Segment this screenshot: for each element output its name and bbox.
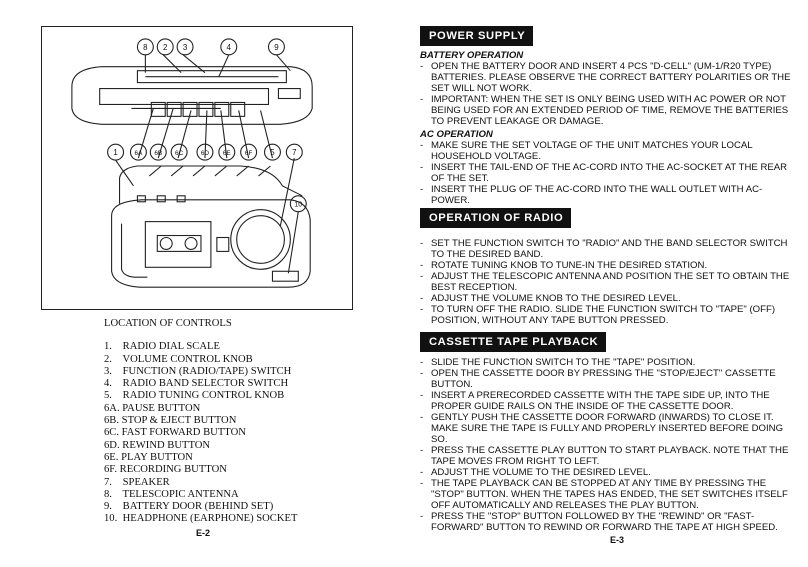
- list-item: 1. RADIO DIAL SCALE: [104, 341, 220, 353]
- list-item: OPEN THE CASSETTE DOOR BY PRESSING THE "…: [420, 368, 800, 390]
- list-item: THE TAPE PLAYBACK CAN BE STOPPED AT ANY …: [420, 478, 800, 511]
- list-item: INSERT THE TAIL-END OF THE AC-CORD INTO …: [420, 162, 800, 184]
- list-item: INSERT A PRERECORDED CASSETTE WITH THE T…: [420, 390, 800, 412]
- callout-6d: 6D: [201, 150, 210, 157]
- list-item: 10. HEADPHONE (EARPHONE) SOCKET: [104, 513, 298, 525]
- left-page: 8 2 3 4 9 1 6A 6B 6C 6D 6E 6F 5 7 10 LOC…: [41, 26, 353, 538]
- location-of-controls: LOCATION OF CONTROLS 1. RADIO DIAL SCALE…: [104, 318, 297, 526]
- list-item: SLIDE THE FUNCTION SWITCH TO THE "TAPE" …: [420, 357, 800, 368]
- callout-9: 9: [274, 43, 279, 52]
- callout-4: 4: [227, 43, 232, 52]
- list-item: ADJUST THE TELESCOPIC ANTENNA AND POSITI…: [420, 271, 800, 293]
- power-supply-heading: POWER SUPPLY: [420, 26, 534, 46]
- list-item: TO TURN OFF THE RADIO. SLIDE THE FUNCTIO…: [420, 304, 800, 326]
- callout-6b: 6B: [154, 150, 162, 157]
- callout-8: 8: [143, 43, 148, 52]
- list-item: MAKE SURE THE SET VOLTAGE OF THE UNIT MA…: [420, 140, 800, 162]
- page-number-right: E-3: [610, 535, 625, 545]
- list-item: INSERT THE PLUG OF THE AC-CORD INTO THE …: [420, 184, 800, 206]
- list-item: 6F. RECORDING BUTTON: [104, 464, 227, 476]
- list-item: 7. SPEAKER: [104, 476, 170, 488]
- list-item: 2. VOLUME CONTROL KNOB: [104, 353, 253, 365]
- list-item: ADJUST THE VOLUME TO THE DESIRED LEVEL.: [420, 467, 800, 478]
- radio-heading: OPERATION OF RADIO: [420, 208, 572, 228]
- list-item: 6C. FAST FORWARD BUTTON: [104, 427, 246, 439]
- list-item: PRESS THE CASSETTE PLAY BUTTON TO START …: [420, 445, 800, 467]
- callout-6c: 6C: [175, 150, 184, 157]
- list-item: GENTLY PUSH THE CASSETTE DOOR FORWARD (I…: [420, 412, 800, 445]
- page-number-left: E-2: [196, 528, 211, 538]
- list-item: ROTATE TUNING KNOB TO TUNE-IN THE DESIRE…: [420, 260, 800, 271]
- radio-illustration: 8 2 3 4 9 1 6A 6B 6C 6D 6E 6F 5 7 10: [71, 38, 313, 288]
- list-item: IMPORTANT: WHEN THE SET IS ONLY BEING US…: [420, 94, 800, 127]
- list-item: 6A. PAUSE BUTTON: [104, 402, 201, 414]
- callout-6e: 6E: [223, 150, 232, 157]
- callout-1: 1: [113, 148, 118, 157]
- list-item: PRESS THE "STOP" BUTTON FOLLOWED BY THE …: [420, 511, 800, 533]
- list-item: 5. RADIO TUNING CONTROL KNOB: [104, 390, 285, 402]
- callout-2: 2: [163, 43, 168, 52]
- list-item: 9. BATTERY DOOR (BEHIND SET): [104, 501, 274, 513]
- radio-section: OPERATION OF RADIO SET THE FUNCTION SWIT…: [420, 208, 800, 326]
- controls-list: 1. RADIO DIAL SCALE 2. VOLUME CONTROL KN…: [104, 341, 297, 525]
- location-title: LOCATION OF CONTROLS: [104, 318, 232, 329]
- controls-diagram: 8 2 3 4 9 1 6A 6B 6C 6D 6E 6F 5 7 10: [41, 26, 353, 310]
- callout-6f: 6F: [245, 150, 253, 157]
- callout-7: 7: [292, 148, 297, 157]
- callout-10: 10: [294, 202, 302, 209]
- list-item: OPEN THE BATTERY DOOR AND INSERT 4 PCS "…: [420, 61, 800, 94]
- list-item: 6B. STOP & EJECT BUTTON: [104, 415, 237, 427]
- cassette-heading: CASSETTE TAPE PLAYBACK: [420, 332, 607, 352]
- right-page: POWER SUPPLY BATTERY OPERATION OPEN THE …: [420, 0, 806, 567]
- list-item: 4. RADIO BAND SELECTOR SWITCH: [104, 378, 289, 390]
- power-supply-section: POWER SUPPLY BATTERY OPERATION OPEN THE …: [420, 26, 800, 206]
- list-item: 6E. PLAY BUTTON: [104, 451, 193, 463]
- callout-6a: 6A: [134, 150, 143, 157]
- list-item: SET THE FUNCTION SWITCH TO "RADIO" AND T…: [420, 238, 800, 260]
- cassette-section: CASSETTE TAPE PLAYBACK SLIDE THE FUNCTIO…: [420, 332, 800, 533]
- list-item: 3. FUNCTION (RADIO/TAPE) SWITCH: [104, 365, 292, 377]
- list-item: 6D. REWIND BUTTON: [104, 439, 211, 451]
- ac-operation-subheading: AC OPERATION: [420, 129, 493, 140]
- list-item: ADJUST THE VOLUME KNOB TO THE DESIRED LE…: [420, 293, 800, 304]
- callout-3: 3: [183, 43, 188, 52]
- battery-operation-subheading: BATTERY OPERATION: [420, 50, 524, 61]
- callout-5: 5: [270, 148, 275, 157]
- list-item: 8. TELESCOPIC ANTENNA: [104, 488, 239, 500]
